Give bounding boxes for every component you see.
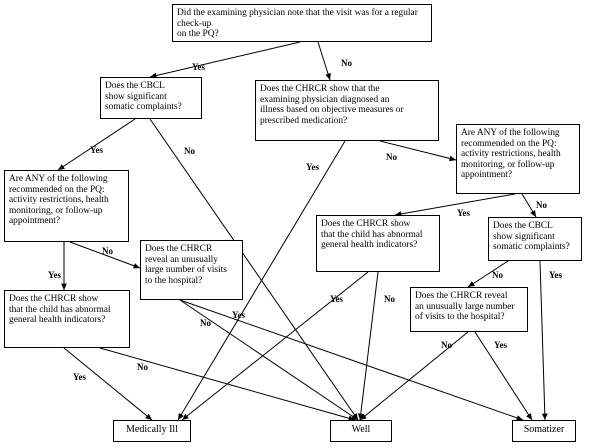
- arrow-q6-to-medically-ill: [181, 271, 369, 421]
- arrow-q7-to-q10: [467, 260, 509, 288]
- arrow-q7-to-somatizer: [539, 260, 548, 421]
- arrow-q2-to-q4: [57, 118, 136, 171]
- label-no-q2-to-well: No: [184, 146, 195, 156]
- question-cbcl-somatic-1: Does the CBCL show significant somatic c…: [100, 77, 202, 119]
- label-yes-q7-to-somatizer: Yes: [549, 270, 562, 280]
- outcome-well: Well: [330, 420, 392, 442]
- question-chrcr-diagnosed-illness: Does the CHRCR show that the examining p…: [255, 80, 439, 141]
- arrow-q1-to-q3: [317, 41, 331, 81]
- label-no-q7-to-q10: No: [492, 270, 503, 280]
- arrow-q9-to-medically-ill: [63, 347, 153, 421]
- label-no-q1-to-q3: No: [341, 58, 352, 68]
- question-regular-checkup: Did the examining physician note that th…: [172, 4, 432, 42]
- label-yes-q4-to-q9: Yes: [48, 270, 61, 280]
- label-no-q3-to-q5: No: [386, 152, 397, 162]
- arrow-q5-to-q7: [521, 193, 537, 218]
- question-chrcr-health-indicators-left: Does the CHRCR show that the child has a…: [4, 290, 130, 348]
- outcome-medically-ill: Medically Ill: [113, 420, 191, 442]
- label-yes-q5-to-q6: Yes: [457, 208, 470, 218]
- label-yes-q10-to-somatizer: Yes: [494, 340, 507, 350]
- question-cbcl-somatic-2: Does the CBCL show significant somatic c…: [488, 217, 582, 261]
- label-yes-q2-to-q4: Yes: [90, 145, 103, 155]
- question-chrcr-hospital-visits-right: Does the CHRCR reveal an unusually large…: [410, 287, 528, 332]
- label-yes-q9-to-medically-ill: Yes: [73, 372, 86, 382]
- label-yes-q8-to-somatizer: Yes: [232, 310, 245, 320]
- arrow-q10-to-somatizer: [474, 331, 533, 421]
- arrow-q9-to-well: [99, 347, 356, 421]
- arrow-q1-to-q2: [149, 41, 301, 79]
- arrow-q5-to-q6: [394, 193, 516, 217]
- question-chrcr-hospital-visits-left: Does the CHRCR reveal an unusually large…: [140, 240, 243, 300]
- label-no-q9-to-well: No: [137, 362, 148, 372]
- label-no-q4-to-q8: No: [102, 246, 113, 256]
- arrow-q10-to-well: [359, 331, 469, 421]
- arrow-q3-to-medically-ill: [177, 140, 346, 421]
- question-pq-recommendations-right: Are ANY of the following recommended on …: [456, 124, 580, 194]
- label-yes-q6-to-medically-ill: Yes: [330, 294, 343, 304]
- label-yes-q3-to-medically-ill: Yes: [306, 162, 319, 172]
- arrow-q4-to-q8: [69, 241, 141, 269]
- arrow-q6-to-well: [357, 271, 379, 421]
- label-no-q8-to-well: No: [200, 318, 211, 328]
- label-yes-q1-to-q2: Yes: [192, 62, 205, 72]
- arrow-q3-to-q5: [379, 140, 457, 162]
- label-no-q6-to-well: No: [384, 294, 395, 304]
- label-no-q5-to-q7: No: [536, 200, 547, 210]
- label-no-q10-to-well: No: [441, 340, 452, 350]
- outcome-somatizer: Somatizer: [512, 420, 576, 442]
- question-pq-recommendations-left: Are ANY of the following recommended on …: [4, 170, 129, 242]
- arrow-q4-to-q9: [61, 242, 67, 290]
- arrow-q8-to-somatizer: [179, 299, 524, 421]
- question-chrcr-health-indicators-mid: Does the CHRCR show that the child has a…: [316, 215, 440, 272]
